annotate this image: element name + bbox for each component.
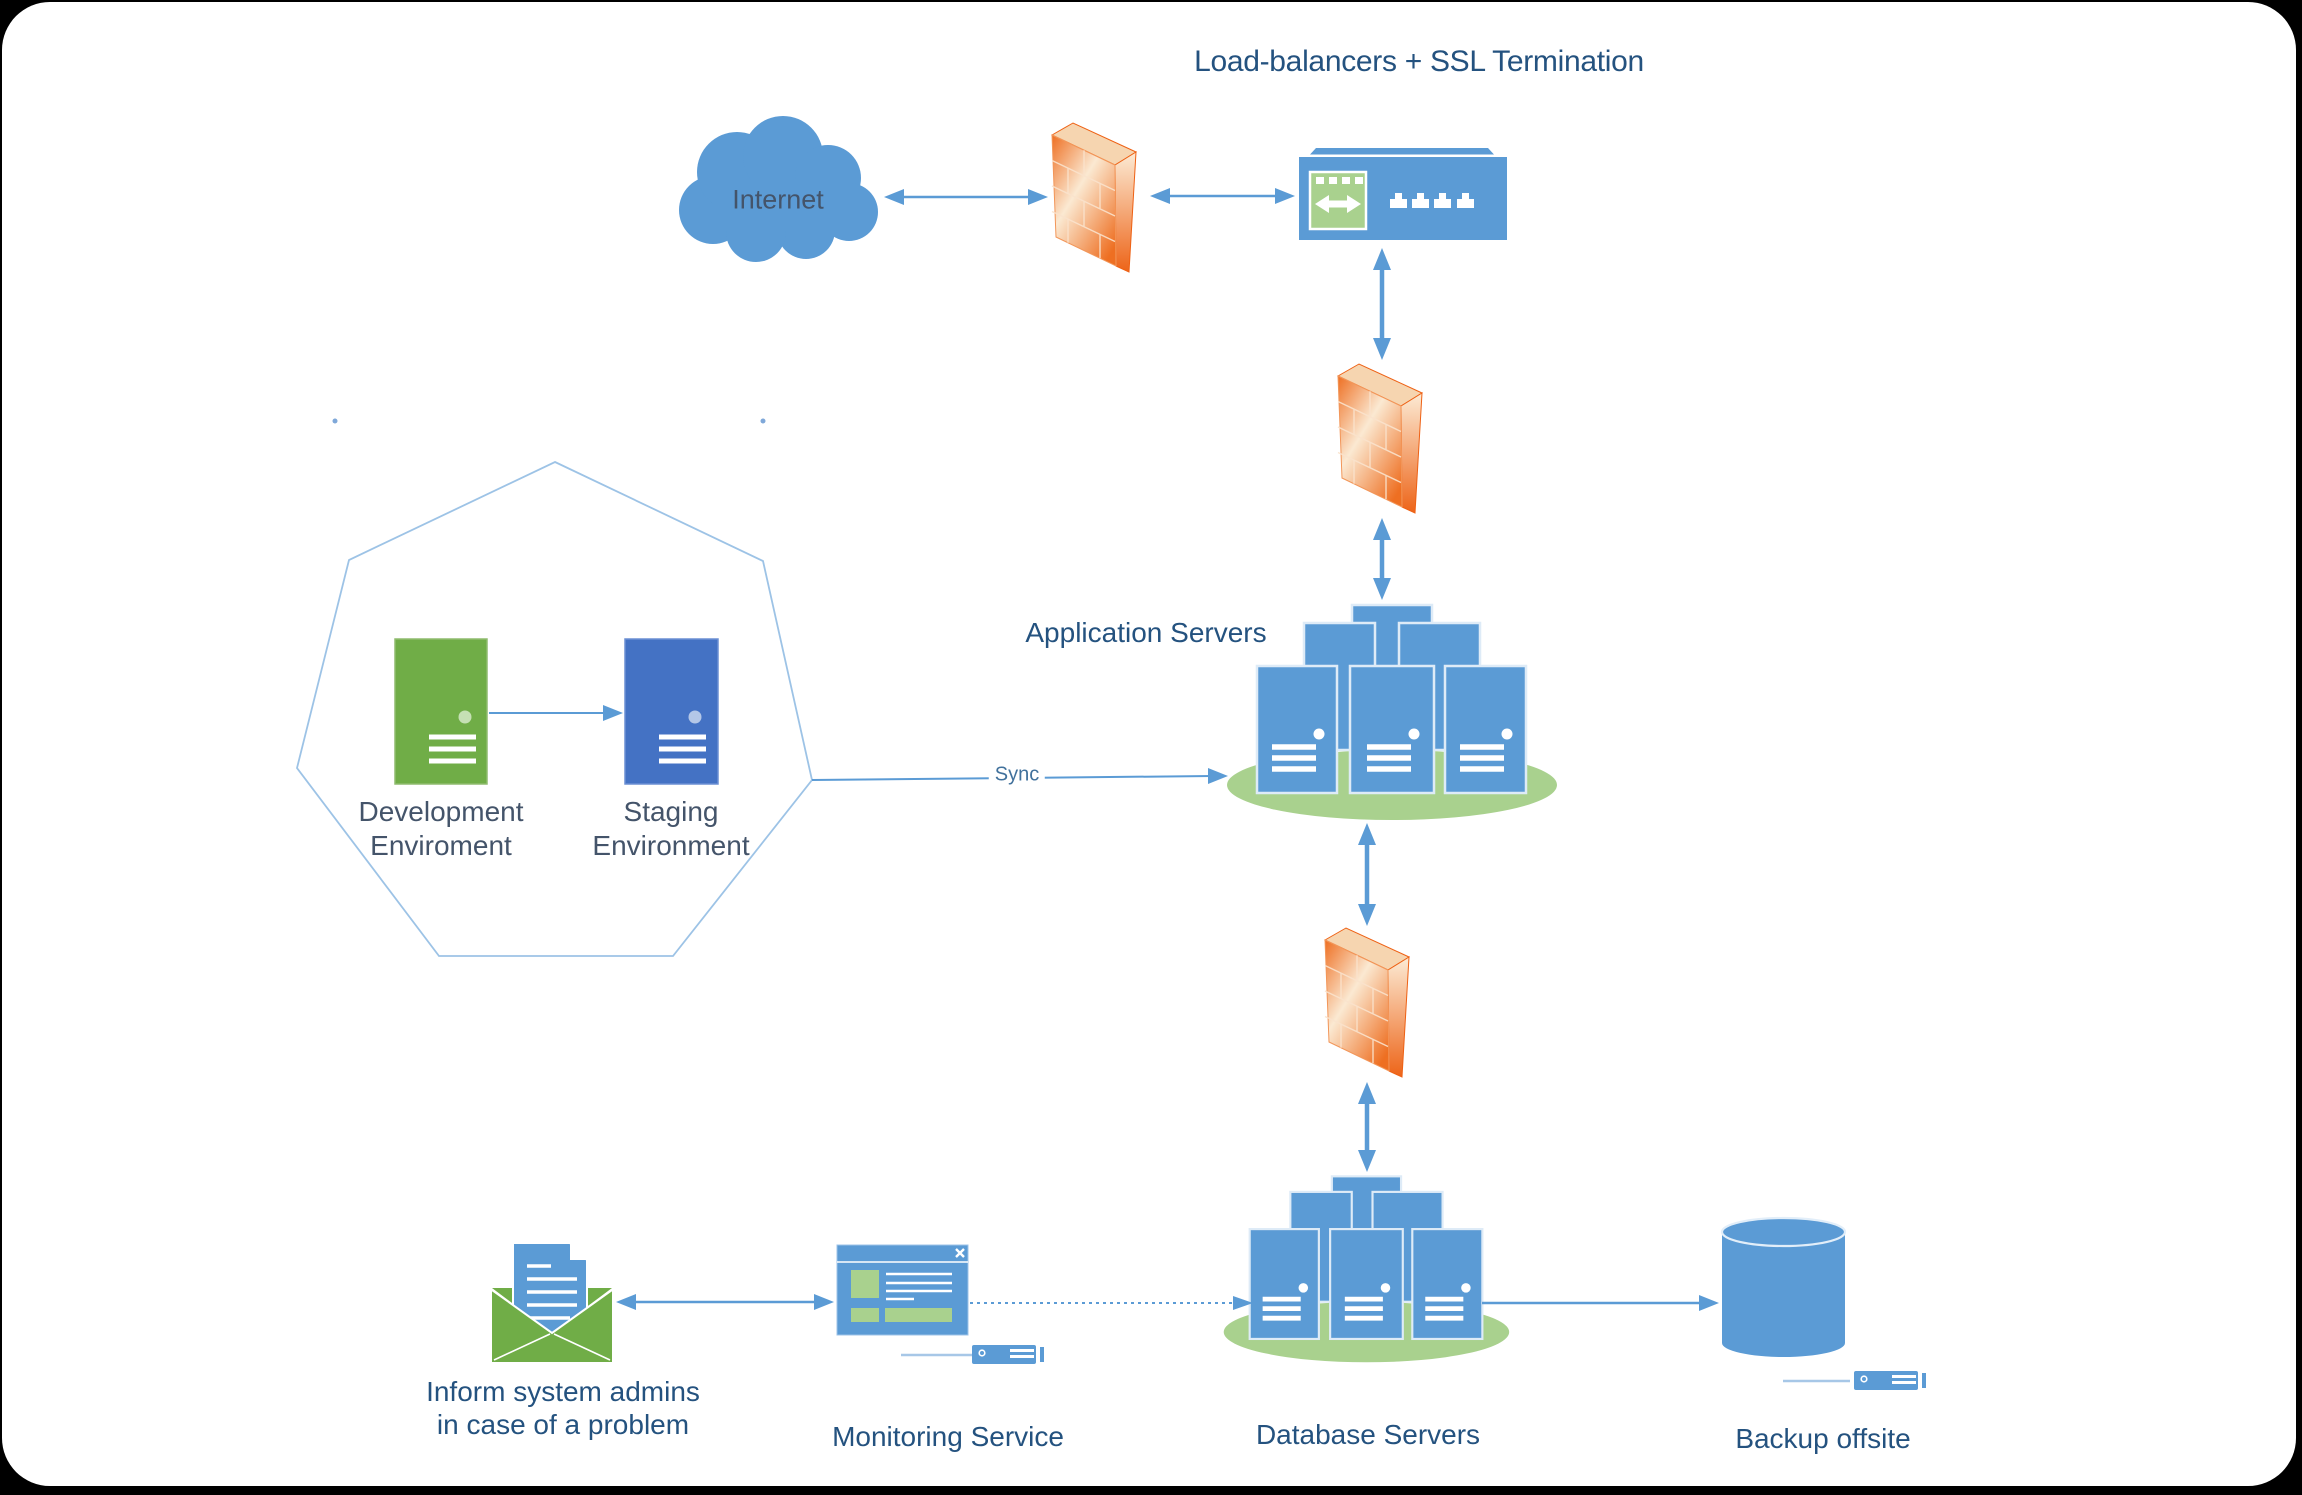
arrow-dev-to-staging <box>489 705 623 721</box>
arrow-firewall-appservers <box>1373 518 1391 600</box>
arrow-firewall-dbservers <box>1358 1082 1376 1172</box>
load-balancers-label: Load-balancers + SSL Termination <box>1194 45 1644 78</box>
stray-dot <box>332 418 338 424</box>
arrow-monitoring-dbservers <box>970 1296 1253 1310</box>
development-environment-label: Development Enviroment <box>358 796 524 861</box>
arrow-appservers-firewall <box>1358 823 1376 926</box>
firewall-icon-lower <box>1324 927 1410 1078</box>
backup-database-icon <box>1720 1216 1928 1392</box>
internet-cloud-icon <box>679 116 878 262</box>
firewall-icon-middle <box>1337 363 1423 514</box>
backup-offsite-label: Backup offsite <box>1735 1423 1911 1454</box>
monitoring-service-label: Monitoring Service <box>832 1421 1064 1452</box>
staging-server-icon <box>624 638 719 785</box>
database-servers-label: Database Servers <box>1255 1419 1481 1450</box>
arrow-email-monitoring <box>616 1294 834 1310</box>
firewall-icon-top <box>1051 122 1137 273</box>
arrow-firewall-loadbalancer <box>1150 188 1295 204</box>
arrow-internet-firewall <box>884 189 1048 205</box>
internet-label: Internet <box>732 184 824 215</box>
database-servers-cluster-icon <box>1224 1176 1509 1362</box>
monitoring-window-icon <box>836 1244 1046 1366</box>
tape-drive-icon <box>1852 1369 1928 1392</box>
application-servers-cluster-icon <box>1227 605 1557 820</box>
load-balancer-icon <box>1299 148 1507 240</box>
load-balancer-arrows-icon <box>1308 170 1368 231</box>
sync-edge-label: Sync <box>988 762 1046 788</box>
arrow-dbservers-backup <box>1482 1295 1719 1311</box>
stray-dot <box>760 418 766 424</box>
environment-heptagon <box>296 461 813 957</box>
application-servers-label: Application Servers <box>1025 617 1267 648</box>
staging-environment-label: Staging Environment <box>592 796 750 861</box>
port-icons <box>1390 193 1474 208</box>
tape-drive-icon <box>970 1343 1046 1366</box>
close-icon <box>955 1248 965 1258</box>
development-server-icon <box>394 638 488 785</box>
inform-admins-label: Inform system admins in case of a proble… <box>426 1376 700 1440</box>
arrow-loadbalancer-firewall <box>1373 248 1391 360</box>
email-envelope-icon <box>491 1242 613 1362</box>
